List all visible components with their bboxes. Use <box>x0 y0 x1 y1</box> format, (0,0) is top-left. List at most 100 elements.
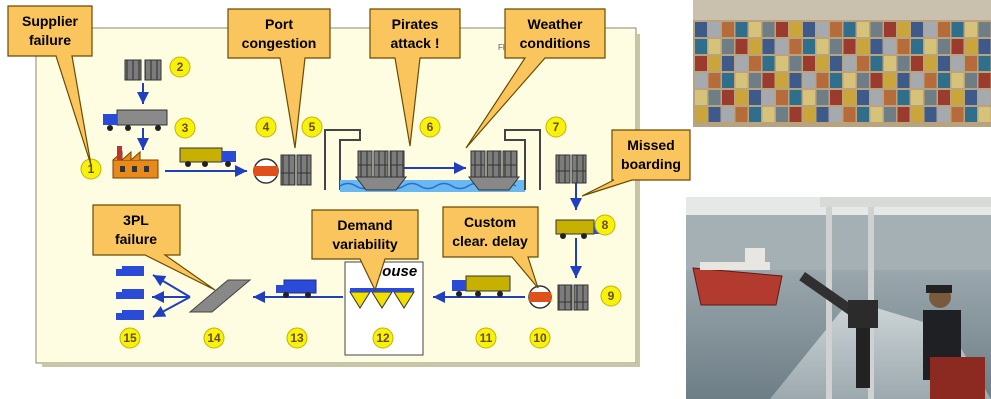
container-block <box>722 90 734 105</box>
callout-custom-line1: Custom <box>464 214 516 230</box>
container-block <box>722 107 734 122</box>
container-block <box>816 90 829 105</box>
container-block <box>776 90 788 105</box>
callout-pirates-line1: Pirates <box>392 16 439 32</box>
container-block <box>897 73 910 88</box>
container-block <box>978 107 991 122</box>
container-block <box>803 107 815 122</box>
container-block <box>843 56 856 71</box>
container-block <box>762 22 775 37</box>
step-marker-4 <box>255 116 277 138</box>
container-block <box>695 107 707 122</box>
van-icon <box>276 279 317 298</box>
container-block <box>978 39 991 54</box>
container-block <box>924 107 937 122</box>
container-block <box>695 73 707 88</box>
container-block <box>965 22 977 37</box>
container-block <box>870 22 883 37</box>
callout-3pl-line1: 3PL <box>123 212 149 228</box>
container-block <box>776 107 788 122</box>
callout-custom-clearance-delay: Custom clear. delay <box>442 206 539 289</box>
step-number-2: 2 <box>177 60 184 74</box>
container-block <box>722 73 734 88</box>
callout-demand-line2: variability <box>332 236 398 252</box>
container-block <box>816 73 829 88</box>
container-block <box>951 39 964 54</box>
callout-supplier-failure: Supplier failure <box>7 5 93 166</box>
container-block <box>735 73 748 88</box>
container-block <box>884 22 896 37</box>
container-block <box>695 22 707 37</box>
container-block <box>749 107 761 122</box>
container-block <box>924 22 937 37</box>
step-marker-8 <box>594 214 616 236</box>
port-containers-left <box>280 154 312 186</box>
step-number-15: 15 <box>123 331 137 345</box>
container-block <box>776 56 788 71</box>
container-block <box>789 22 802 37</box>
container-block <box>762 73 775 88</box>
crane-left <box>324 129 361 190</box>
container-block <box>911 107 923 122</box>
container-block <box>965 73 977 88</box>
callout-supplier-line2: failure <box>29 32 71 48</box>
container-block <box>911 73 923 88</box>
container-block <box>938 39 950 54</box>
step-marker-15 <box>119 327 141 349</box>
container-block <box>803 56 815 71</box>
container-block <box>978 90 991 105</box>
callout-port-congestion: Port congestion <box>227 8 331 149</box>
container-block <box>978 73 991 88</box>
container-block <box>897 107 910 122</box>
callout-3pl-failure: 3PL failure <box>92 204 216 291</box>
step-marker-10 <box>529 327 551 349</box>
container-block <box>803 90 815 105</box>
callout-missed-line1: Missed <box>627 137 674 153</box>
container-block <box>965 56 977 71</box>
truck-icon <box>103 109 168 131</box>
container-block <box>897 22 910 37</box>
callout-weather-line2: conditions <box>520 35 591 51</box>
container-block <box>708 107 721 122</box>
step-marker-9 <box>600 285 622 307</box>
step-number-3: 3 <box>182 121 189 135</box>
container-block <box>897 56 910 71</box>
container-block <box>951 56 964 71</box>
container-block <box>978 22 991 37</box>
callout-weather-line1: Weather <box>528 16 584 32</box>
container-block <box>870 90 883 105</box>
container-block <box>816 107 829 122</box>
container-block <box>776 73 788 88</box>
step-marker-6 <box>419 116 441 138</box>
crane-right <box>504 129 541 190</box>
container-block <box>789 56 802 71</box>
step-marker-7 <box>545 116 567 138</box>
container-block <box>762 39 775 54</box>
container-block <box>776 39 788 54</box>
customs-gate-icon-2 <box>528 285 552 309</box>
container-block <box>951 22 964 37</box>
container-block <box>816 22 829 37</box>
step-number-13: 13 <box>290 331 304 345</box>
container-block <box>708 39 721 54</box>
container-block <box>938 107 950 122</box>
delivery-truck-icon <box>452 275 511 297</box>
step-number-11: 11 <box>480 331 493 345</box>
cross-dock-platform <box>188 279 252 313</box>
container-block <box>830 39 842 54</box>
local-vans <box>116 266 144 320</box>
container-block <box>924 90 937 105</box>
ship-left <box>354 150 408 191</box>
container-block <box>830 22 842 37</box>
container-block <box>951 73 964 88</box>
container-block <box>857 56 869 71</box>
step-number-14: 14 <box>207 331 221 345</box>
container-block <box>695 39 707 54</box>
container-block <box>762 90 775 105</box>
container-block <box>830 73 842 88</box>
callout-supplier-line1: Supplier <box>22 13 79 29</box>
step-marker-3 <box>174 117 196 139</box>
container-block <box>884 56 896 71</box>
callout-port-line1: Port <box>265 16 293 32</box>
